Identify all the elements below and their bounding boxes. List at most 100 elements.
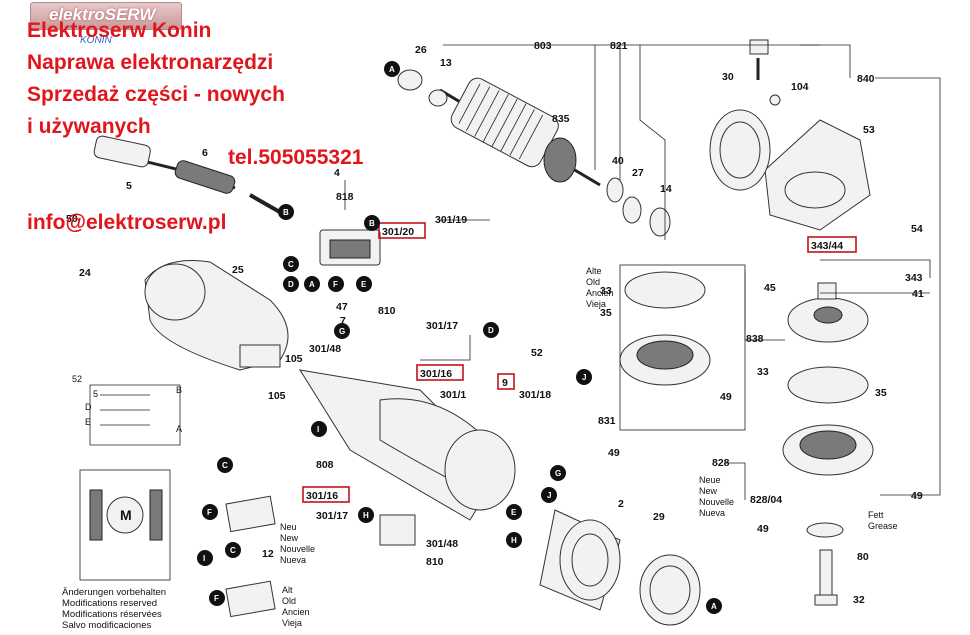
label-52: 52	[531, 347, 543, 359]
marker-f-1: F	[328, 276, 344, 292]
label-35-a: 35	[600, 307, 612, 319]
svg-text:C: C	[230, 546, 236, 555]
brush-holder-new	[225, 495, 276, 533]
marker-g-2: G	[550, 465, 566, 481]
promo-email[interactable]: info@elektroserw.pl	[27, 211, 227, 234]
marker-g-1: G	[334, 323, 350, 339]
svg-text:B: B	[369, 219, 375, 228]
wiring-schematic	[79, 384, 181, 581]
svg-text:New: New	[280, 533, 299, 543]
promo-sales: Sprzedaż części - nowych	[27, 83, 285, 106]
lang-old-left: Alt Old Ancien Vieja	[282, 585, 310, 628]
grease-label: Fett Grease	[868, 510, 898, 531]
svg-text:E: E	[511, 508, 517, 517]
marker-c-2: C	[217, 457, 233, 473]
label-343-44: 343/44	[811, 240, 843, 252]
brush-holder-old	[225, 580, 276, 618]
label-49-d: 49	[911, 490, 923, 502]
marker-f-2: F	[202, 504, 218, 520]
label-50: 50	[66, 213, 78, 225]
label-803: 803	[534, 40, 552, 52]
promo-service: Naprawa elektronarzędzi	[27, 51, 274, 74]
label-9: 9	[502, 377, 508, 389]
label-40: 40	[612, 155, 624, 167]
label-4: 4	[334, 167, 340, 179]
marker-b-1: B	[278, 204, 294, 220]
label-6: 6	[202, 147, 208, 159]
svg-text:B: B	[176, 385, 182, 395]
marker-f-3: F	[209, 590, 225, 606]
marker-d-2: D	[483, 322, 499, 338]
svg-text:Ancien: Ancien	[586, 288, 614, 298]
brush-holder-middle	[379, 514, 416, 546]
label-301-48-b: 301/48	[426, 538, 458, 550]
svg-text:Neu: Neu	[280, 522, 297, 532]
promo-phone[interactable]: tel.505055321	[228, 146, 364, 169]
svg-text:F: F	[207, 508, 212, 517]
label-104: 104	[791, 81, 809, 93]
label-26: 26	[415, 44, 427, 56]
marker-j-2: J	[541, 487, 557, 503]
label-30: 30	[722, 71, 734, 83]
label-301-17-b: 301/17	[316, 510, 348, 522]
svg-text:C: C	[288, 260, 294, 269]
svg-text:F: F	[333, 280, 338, 289]
label-838: 838	[746, 333, 764, 345]
label-105-b: 105	[268, 390, 286, 402]
brand-logo-text: elektroSERW	[49, 5, 156, 24]
marker-e-2: E	[506, 504, 522, 520]
connection-markers: A B B C D A F E G D J I C F G J E H H I …	[197, 61, 722, 614]
marker-c-1: C	[283, 256, 299, 272]
label-29: 29	[653, 511, 665, 523]
svg-text:5: 5	[93, 389, 98, 399]
marker-i-2: I	[197, 550, 213, 566]
svg-text:A: A	[309, 280, 315, 289]
svg-text:J: J	[547, 491, 551, 500]
svg-text:Old: Old	[282, 596, 296, 606]
svg-text:52: 52	[72, 374, 82, 384]
svg-text:Old: Old	[586, 277, 600, 287]
label-840: 840	[857, 73, 875, 85]
svg-text:D: D	[85, 402, 92, 412]
marker-a-1: A	[304, 276, 320, 292]
svg-text:D: D	[488, 326, 494, 335]
svg-text:Ancien: Ancien	[282, 607, 310, 617]
brand-logo: elektroSERW	[30, 2, 182, 30]
marker-c-3: C	[225, 542, 241, 558]
svg-text:E: E	[361, 280, 367, 289]
label-808: 808	[316, 459, 334, 471]
svg-text:G: G	[339, 327, 345, 336]
svg-text:J: J	[582, 373, 586, 382]
label-53: 53	[863, 124, 875, 136]
svg-text:Änderungen vorbehalten: Änderungen vorbehalten	[62, 587, 166, 598]
motor-symbol-label: M	[120, 507, 132, 523]
label-105-a: 105	[285, 353, 303, 365]
svg-text:Nouvelle: Nouvelle	[699, 497, 734, 507]
label-49-a: 49	[720, 391, 732, 403]
label-810-b: 810	[426, 556, 444, 568]
svg-text:G: G	[555, 469, 561, 478]
label-80: 80	[857, 551, 869, 563]
label-828-04: 828/04	[750, 494, 782, 506]
marker-h-2: H	[506, 532, 522, 548]
bearing-flange-new	[782, 366, 874, 476]
svg-text:E: E	[85, 417, 91, 427]
label-301-1: 301/1	[440, 389, 466, 401]
label-12: 12	[262, 548, 274, 560]
marker-e-1: E	[356, 276, 372, 292]
label-49-b: 49	[608, 447, 620, 459]
spindle	[806, 522, 844, 606]
svg-text:Fett: Fett	[868, 510, 884, 520]
svg-text:H: H	[363, 511, 369, 520]
marker-d-1: D	[283, 276, 299, 292]
label-301-17-a: 301/17	[426, 320, 458, 332]
label-831: 831	[598, 415, 616, 427]
armature	[397, 69, 601, 187]
bevel-gear	[787, 282, 869, 343]
svg-text:Alte: Alte	[586, 266, 602, 276]
svg-text:Grease: Grease	[868, 521, 898, 531]
svg-text:A: A	[389, 65, 395, 74]
promo-sales-cont: i używanych	[27, 115, 151, 138]
label-13: 13	[440, 57, 452, 69]
label-810-a: 810	[378, 305, 396, 317]
